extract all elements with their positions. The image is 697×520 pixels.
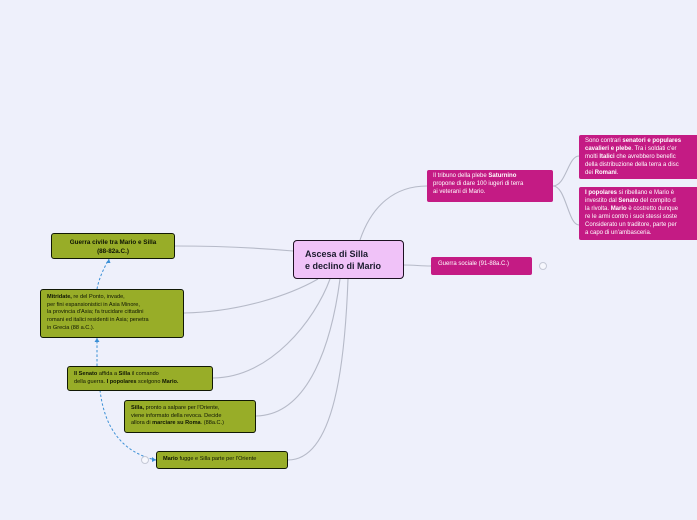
dashed-link-senato-mario [99, 389, 157, 461]
silla-t1: pronto a salpare per l'Oriente, [144, 405, 220, 411]
node-contrari[interactable]: Sono contrari senatori e populares caval… [579, 135, 697, 179]
contrari-b2: populares [652, 138, 682, 144]
contrari-t4: . Tra i soldati c'er [631, 145, 677, 152]
link-contrari [552, 155, 580, 187]
link-silla [255, 278, 341, 417]
link-popolares [552, 185, 580, 226]
popolares-t2: investito dal [585, 197, 619, 204]
central-topic-line1: Ascesa di Silla [305, 249, 369, 259]
popolares-t1: si ribellano e Mario è [617, 190, 675, 196]
mitridate-l2: per fini espansionistici in Asia Minore, [47, 301, 140, 308]
senato-t1: affida a [97, 371, 119, 377]
central-topic-line2: e declino di Mario [305, 260, 382, 271]
link-guerra-civile [174, 245, 294, 252]
guerra-sociale-label: Guerra sociale (91-88a.C.) [438, 261, 510, 267]
mario-b1: Mario [163, 456, 178, 462]
contrari-b3: cavalieri [585, 145, 610, 152]
silla-t4: . (88a.C.) [200, 420, 224, 427]
central-topic[interactable]: Ascesa di Silla e declino di Mario [293, 240, 404, 279]
mitridate-l3: la provincia d'Asia; fa trucidare cittad… [47, 309, 144, 316]
mitridate-l4: romani ed italici residenti in Asia; pen… [47, 317, 149, 324]
popolares-t6: re le armi contro i suoi stessi soste [585, 213, 678, 220]
popolares-b3: Mario [610, 205, 627, 212]
popolares-t8: a capo di un'ambasceria. [585, 229, 652, 236]
contrari-t6: che avrebbero benefic [614, 153, 676, 160]
collapse-toggle-mario[interactable] [141, 456, 149, 464]
mitridate-bold: Mitridate, [47, 294, 72, 300]
node-guerra-civile[interactable]: Guerra civile tra Mario e Silla (88-82a.… [51, 233, 175, 259]
dashed-link-mitridate-guerra [96, 258, 110, 290]
mario-t1: fugge e Silla parte per l'Oriente [177, 456, 257, 462]
node-senato[interactable]: Il Senato affida a Silla il comando dell… [67, 366, 213, 391]
node-mitridate[interactable]: Mitridate, re del Ponto, invade, per fin… [40, 289, 184, 338]
contrari-t9: . [616, 169, 619, 176]
contrari-t1: Sono contrari [585, 138, 623, 144]
contrari-t2: e [645, 138, 653, 144]
node-silla[interactable]: Silla, pronto a salpare per l'Oriente, v… [124, 400, 256, 433]
saturnino-t2: propone di dare 100 iugeri di terra [433, 180, 524, 187]
node-guerra-sociale[interactable]: Guerra sociale (91-88a.C.) [431, 257, 532, 275]
link-mitridate [183, 278, 319, 314]
popolares-t4: la rivolta. [585, 205, 611, 212]
contrari-t3: e [609, 145, 616, 152]
popolares-b2: Senato [618, 197, 639, 204]
mitridate-l5: in Grecia (88 a.C.). [47, 324, 95, 331]
node-mario[interactable]: Mario fugge e Silla parte per l'Oriente [156, 451, 288, 469]
senato-b2: Silla [118, 371, 131, 377]
mitridate-l1: re del Ponto, invade, [71, 294, 125, 300]
contrari-t7: della distribuzione della terra a disc [585, 161, 679, 168]
saturnino-t1: Il tribuno della plebe [433, 173, 489, 179]
senato-b4: Mario. [162, 378, 179, 385]
arrow-head-2 [94, 338, 100, 342]
arrow-head-3 [152, 457, 156, 462]
link-senato [212, 278, 331, 379]
popolares-t5: è costretto dunque [626, 205, 679, 212]
senato-t3: della guerra. [74, 378, 107, 385]
popolares-b1: I popolares [585, 190, 618, 196]
node-popolares[interactable]: I popolares si ribellano e Mario è inves… [579, 187, 697, 240]
senato-t4: scelgono [136, 378, 162, 385]
senato-t2: il comando [130, 371, 159, 377]
contrari-t5: molti [585, 153, 600, 160]
contrari-t8: dei [585, 169, 595, 176]
link-saturnino [359, 185, 428, 241]
link-mario [287, 278, 349, 461]
silla-t3: allora di [131, 420, 153, 427]
link-guerra-sociale [403, 264, 432, 267]
senato-b3: I popolares [106, 378, 137, 385]
saturnino-b1: Saturnino [488, 173, 517, 179]
collapse-toggle-guerra-sociale[interactable] [539, 262, 547, 270]
senato-b1: Il Senato [74, 371, 98, 377]
silla-t2: viene informato della revoca. Decide [131, 412, 222, 419]
saturnino-t3: ai veterani di Mario. [433, 188, 486, 195]
contrari-b6: Romani [594, 169, 617, 176]
silla-b2: marciare su Roma [152, 420, 201, 427]
popolares-t3: del compito d [638, 197, 676, 204]
guerra-civile-line1: Guerra civile tra Mario e Silla [69, 239, 157, 246]
guerra-civile-line2: (88-82a.C.) [97, 247, 129, 255]
silla-b1: Silla, [131, 405, 145, 411]
arrow-head-1 [106, 259, 111, 263]
node-saturnino[interactable]: Il tribuno della plebe Saturnino propone… [427, 170, 553, 202]
contrari-b4: plebe [615, 145, 632, 152]
contrari-b5: Italici [599, 153, 615, 160]
contrari-b1: senatori [622, 138, 646, 144]
popolares-t7: Considerato un traditore, parte per [585, 221, 677, 228]
